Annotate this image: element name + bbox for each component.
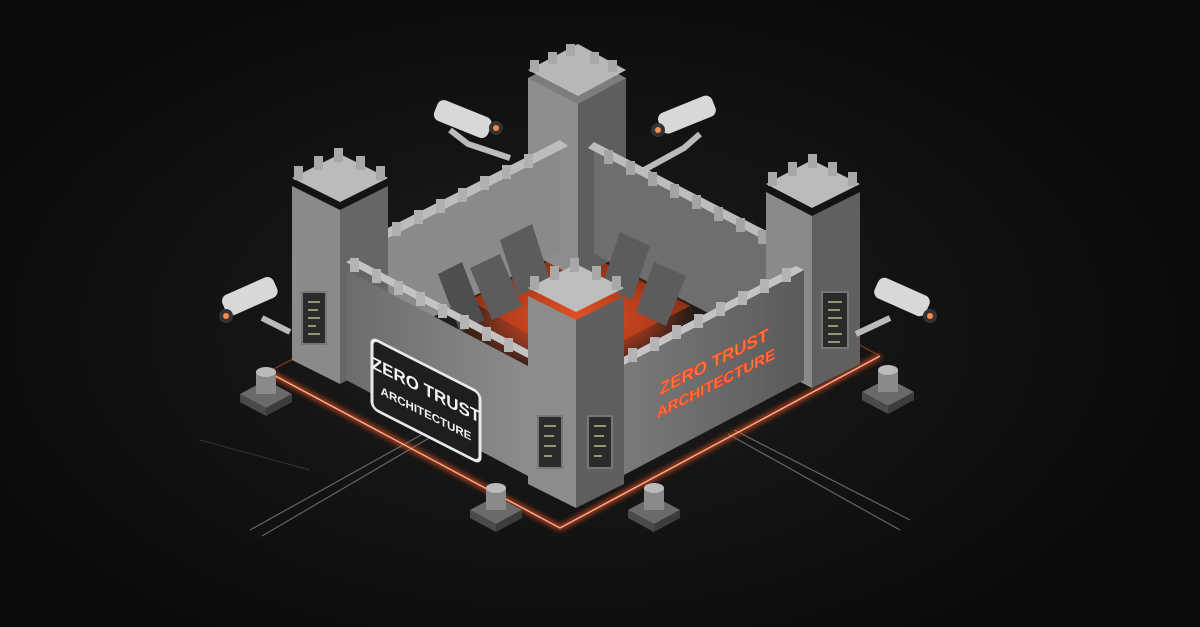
security-camera-icon xyxy=(433,100,511,161)
security-camera-icon xyxy=(642,95,716,173)
circuit-lines xyxy=(199,429,911,537)
bollard-icon xyxy=(470,483,522,532)
server-panel-icon xyxy=(587,415,613,469)
front-tower xyxy=(528,258,624,508)
security-camera-icon xyxy=(219,276,292,335)
bollard-icon xyxy=(240,367,292,416)
server-panel-icon xyxy=(821,291,849,349)
server-panel-icon xyxy=(537,415,563,469)
bollard-icon xyxy=(862,365,914,414)
security-camera-icon xyxy=(854,277,937,337)
bollard-icon xyxy=(628,483,680,532)
server-panel-icon xyxy=(301,291,327,345)
front-right-wall xyxy=(614,266,804,476)
